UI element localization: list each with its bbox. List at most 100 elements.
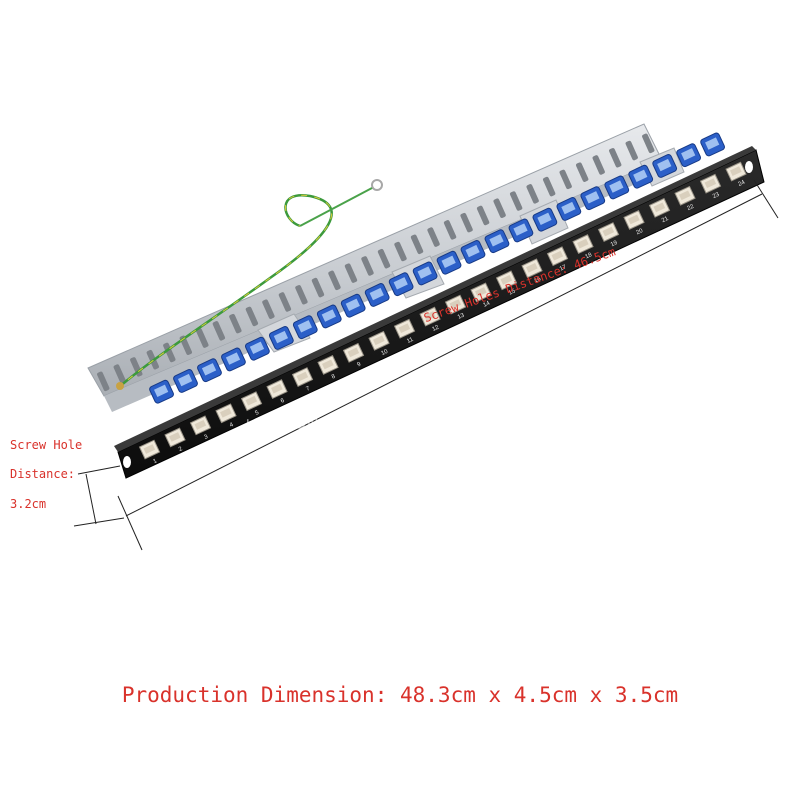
rear-bar-slot (212, 321, 226, 341)
keystone-module (676, 143, 702, 168)
rear-bar-slot (427, 227, 440, 247)
keystone-module (436, 250, 462, 275)
production-dimension-caption: Production Dimension: 48.3cm x 4.5cm x 3… (121, 683, 679, 707)
rear-bar-slot (113, 364, 126, 384)
front-panel-top-edge (114, 146, 756, 452)
keystone-module (268, 326, 294, 350)
port-number-label: 10 (380, 349, 389, 358)
port: 6 (266, 379, 288, 405)
rear-bar-slot (245, 306, 259, 327)
port-number-label: 14 (482, 300, 491, 309)
dimension-line-46-5 (125, 193, 763, 517)
ground-wire-lead (299, 187, 373, 227)
port: 4 (215, 403, 237, 429)
rear-bar-slot (509, 191, 523, 211)
rear-bar-slot (262, 299, 275, 319)
port-number-label: 23 (712, 192, 721, 201)
rear-bar-slot (328, 270, 341, 291)
port: 23 (699, 173, 722, 201)
port-number-label: 7 (305, 386, 311, 393)
port-number-label: 19 (610, 240, 619, 249)
rear-bar-slot (476, 205, 490, 226)
keystone-module (652, 154, 678, 178)
port-number-label: 20 (635, 228, 644, 237)
dimension-tick (117, 495, 143, 551)
rear-bar-slot (196, 328, 209, 348)
keystone-module (316, 304, 342, 329)
mounting-ear-hole (123, 456, 131, 468)
keystone-module (340, 293, 366, 318)
rear-bar-slot (377, 248, 391, 269)
port: 1 (138, 439, 161, 465)
screw-hole-label-line2: Distance: (10, 467, 76, 481)
ground-ring-terminal (371, 179, 383, 191)
port: 12 (419, 306, 441, 333)
dimension-tick (753, 179, 779, 219)
port-number-label: 12 (431, 324, 440, 333)
rear-bar-slot (163, 342, 176, 363)
port-number-label: 15 (508, 288, 517, 297)
keystone-module (412, 261, 438, 286)
port: 9 (342, 342, 365, 368)
ground-wire-stripe (117, 194, 333, 389)
keystone-module (221, 347, 246, 372)
keystone-module (556, 197, 582, 221)
rear-bar-slot (229, 313, 242, 334)
port-number-label: 1 (152, 458, 158, 465)
port: 7 (291, 367, 314, 393)
port: 5 (240, 391, 263, 417)
rear-bar-slot (311, 277, 325, 298)
keystone-module (197, 358, 222, 383)
port-number-label: 21 (661, 216, 670, 225)
port-number-label: 17 (559, 264, 568, 273)
dimension-tick (73, 517, 125, 527)
rear-bar-slot (559, 169, 572, 190)
rear-bar-slot (493, 198, 506, 218)
rear-bar-slot (97, 371, 110, 392)
port-number-label: 24 (737, 179, 746, 188)
port: 13 (444, 294, 467, 321)
keystone-module (604, 175, 630, 200)
port-number-label: 4 (229, 422, 235, 429)
port: 8 (317, 354, 339, 381)
port-number-label: 8 (331, 373, 337, 380)
port: 15 (495, 270, 518, 297)
port: 3 (189, 415, 212, 441)
port: 16 (521, 258, 543, 285)
keystone-module (245, 336, 270, 361)
port-number-label: 6 (280, 398, 286, 405)
mounting-ear-hole (745, 161, 753, 173)
keystone-module (532, 207, 558, 232)
port: 10 (368, 330, 390, 358)
rear-bar-slot (443, 220, 457, 240)
keystone-module (364, 283, 390, 307)
keystone-module (628, 164, 654, 189)
port-number-label: 13 (457, 312, 466, 321)
port: 11 (393, 318, 416, 345)
rear-bar-slot (278, 292, 292, 312)
keystone-module (292, 315, 318, 340)
rear-bar-slot (344, 263, 358, 283)
keystone-module (508, 218, 534, 243)
port-number-label: 9 (356, 361, 362, 368)
rear-bar-slots (97, 133, 655, 392)
port: 24 (725, 161, 747, 188)
port: 19 (597, 222, 620, 249)
keystone-module (700, 132, 725, 157)
keystone-module (149, 379, 174, 404)
rear-bar-slot (592, 155, 605, 175)
watermark: UNTSON (245, 414, 320, 435)
port: 22 (674, 185, 696, 213)
rear-bar-slot (361, 256, 374, 276)
rear-bar-slot (394, 241, 407, 262)
port: 2 (164, 427, 186, 453)
keystone-module (484, 229, 510, 254)
rear-bar-slot (576, 162, 589, 182)
rear-bar-slot (625, 140, 638, 161)
dimension-line-3-2 (85, 473, 97, 525)
port-number-label: 22 (686, 204, 695, 213)
rear-bar-slot (526, 184, 539, 204)
port-number-label: 3 (203, 434, 209, 441)
